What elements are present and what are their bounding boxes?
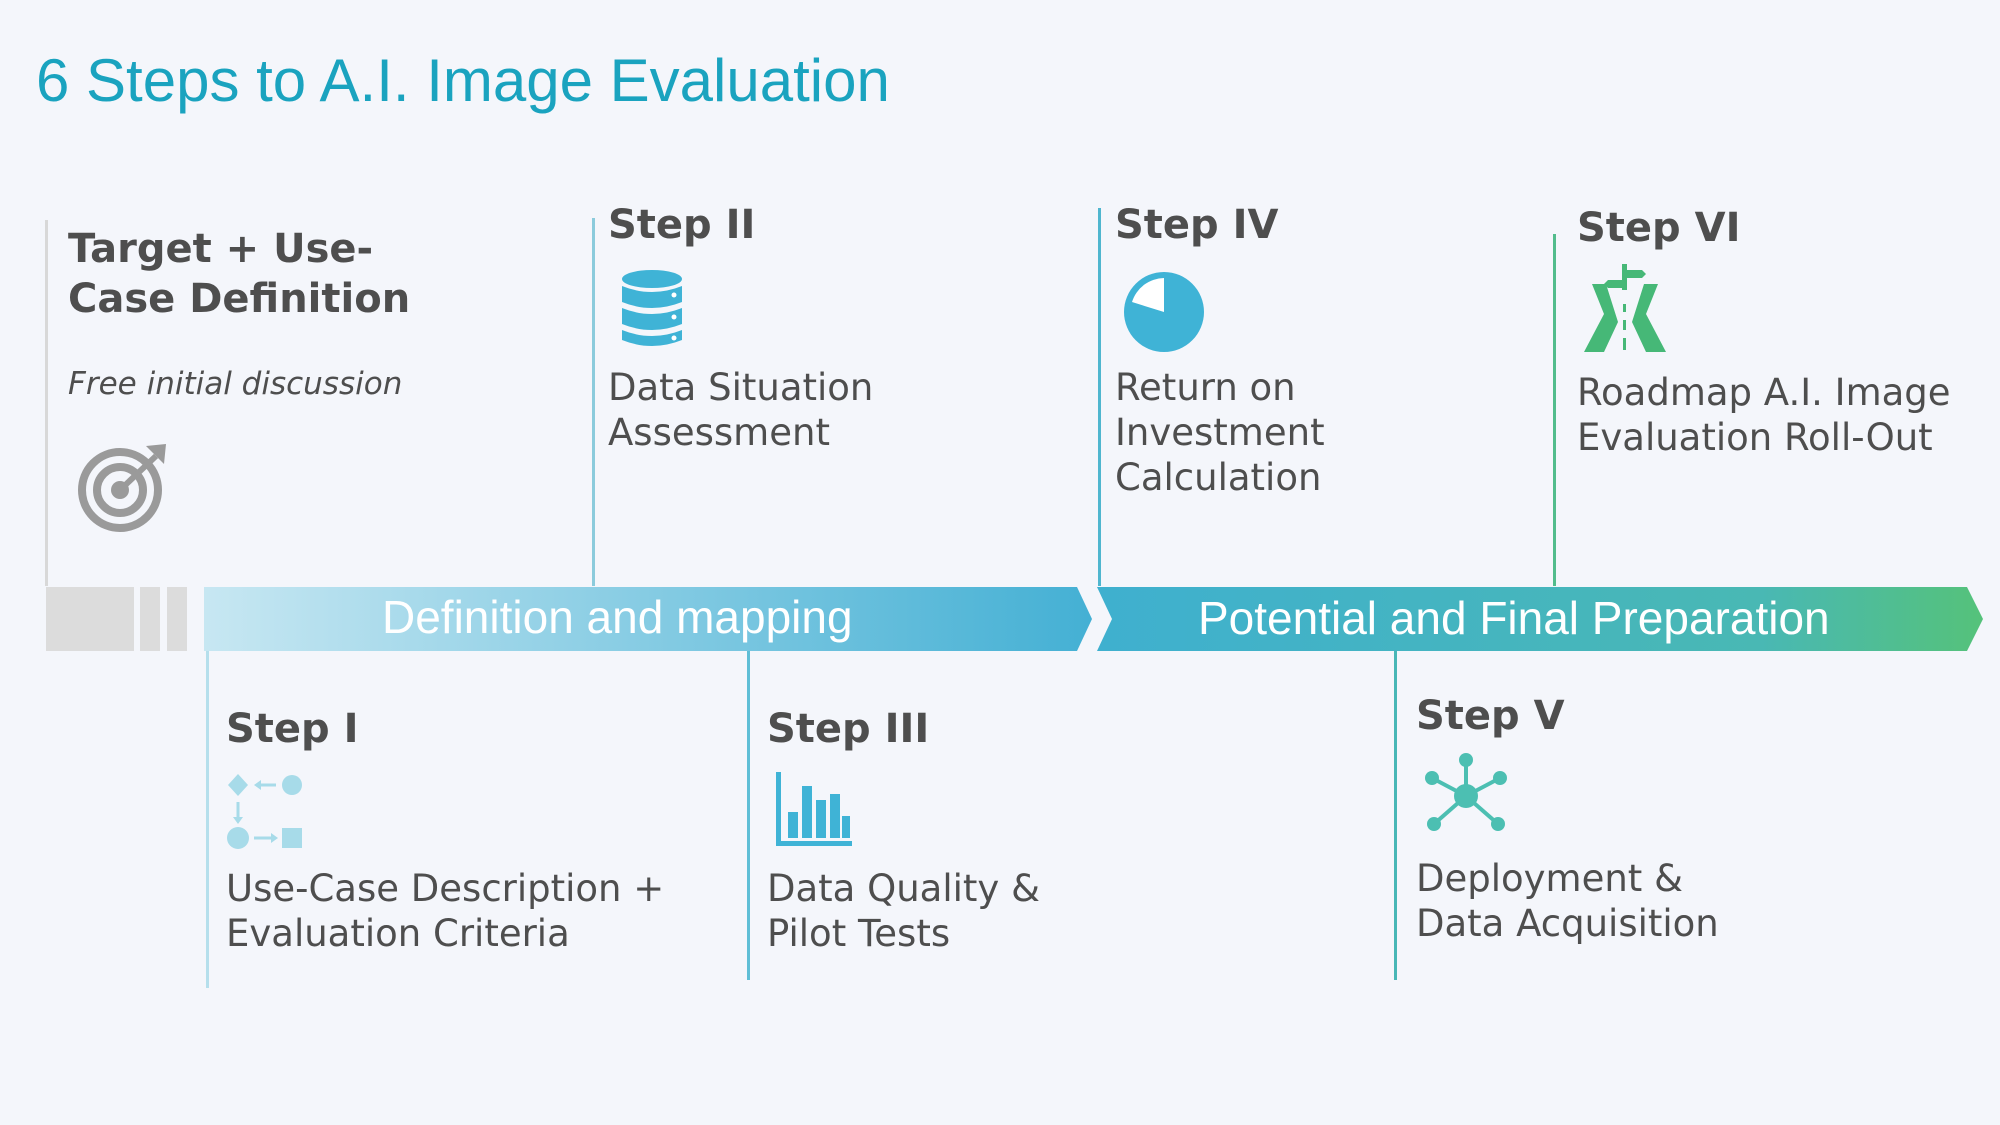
step-5-desc-line-1: Deployment &: [1416, 857, 1683, 900]
step-6-label: Step VI: [1577, 205, 1741, 251]
lead-bar-stripe-1: [140, 587, 160, 651]
network-icon: [1425, 753, 1507, 831]
step-3-label: Step III: [767, 706, 930, 752]
lead-bar-block: [46, 587, 134, 651]
step-4-desc-line-1: Return on: [1115, 366, 1296, 409]
step-3-desc-line-2: Pilot Tests: [767, 912, 951, 955]
step-4-desc-line-3: Calculation: [1115, 456, 1322, 499]
step-2-desc-line-2: Assessment: [608, 411, 830, 454]
database-icon: [622, 270, 682, 346]
connector-line-intro: [45, 220, 48, 586]
intro-subtitle: Free initial discussion: [68, 366, 403, 402]
step-4-desc-line-2: Investment: [1115, 411, 1325, 454]
pie-chart-icon: [1124, 272, 1204, 352]
connector-line-step-4: [1098, 208, 1101, 586]
bar-chart-icon: [776, 772, 852, 846]
phase-label-1: Definition and mapping: [382, 591, 853, 643]
phase-arrow-2: [1097, 587, 1983, 651]
step-5-desc-line-2: Data Acquisition: [1416, 902, 1719, 945]
phase-arrow-1: [204, 587, 1092, 651]
page-title: 6 Steps to A.I. Image Evaluation: [36, 47, 890, 114]
step-1-desc-line-2: Evaluation Criteria: [226, 912, 570, 955]
step-1-desc-line-1: Use-Case Description +: [226, 867, 665, 910]
step-4-label: Step IV: [1115, 202, 1279, 248]
connector-line-step-5: [1394, 650, 1397, 980]
flowchart-icon: [227, 774, 302, 849]
connector-line-step-6: [1553, 234, 1556, 586]
step-1-label: Step I: [226, 706, 359, 752]
step-3-desc-line-1: Data Quality &: [767, 867, 1040, 910]
intro-heading-line-2: Case Definition: [68, 276, 411, 322]
lead-bar-stripe-2: [167, 587, 187, 651]
intro-heading-line-1: Target + Use-: [68, 226, 374, 272]
phase-band: [46, 587, 1983, 651]
connector-line-step-2: [592, 218, 595, 586]
connector-line-step-3: [747, 650, 750, 980]
target-icon: [78, 444, 166, 532]
step-2-label: Step II: [608, 202, 756, 248]
step-5-label: Step V: [1416, 693, 1565, 739]
road-signpost-icon: [1584, 264, 1666, 352]
connector-line-step-1: [206, 650, 209, 988]
step-6-desc-line-2: Evaluation Roll-Out: [1577, 416, 1933, 459]
phase-label-2: Potential and Final Preparation: [1198, 592, 1830, 644]
step-6-desc-line-1: Roadmap A.I. Image: [1577, 371, 1951, 414]
step-2-desc-line-1: Data Situation: [608, 366, 874, 409]
